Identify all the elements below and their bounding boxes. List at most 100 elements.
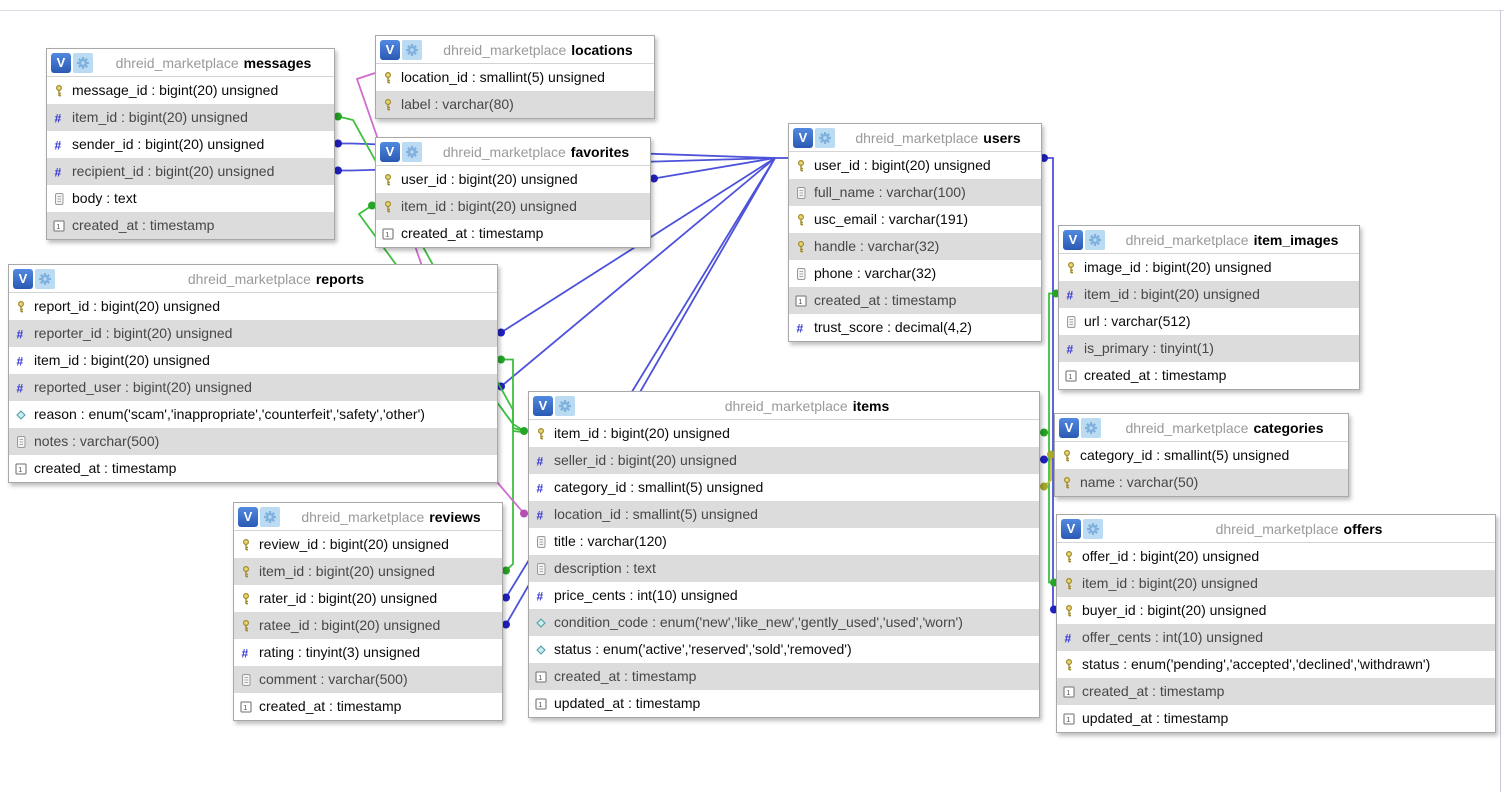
field-users-handle[interactable]: handle : varchar(32) — [789, 233, 1041, 260]
field-messages-recipient_id[interactable]: #recipient_id : bigint(20) unsigned — [47, 158, 334, 185]
field-favorites-user_id[interactable]: user_id : bigint(20) unsigned — [376, 166, 650, 193]
structure-icon[interactable]: V — [793, 127, 813, 148]
field-item_images-image_id[interactable]: image_id : bigint(20) unsigned — [1059, 254, 1359, 281]
field-users-full_name[interactable]: full_name : varchar(100) — [789, 179, 1041, 206]
field-reports-reason[interactable]: reason : enum('scam','inappropriate','co… — [9, 401, 497, 428]
gear-icon[interactable] — [402, 141, 422, 162]
field-offers-status[interactable]: status : enum('pending','accepted','decl… — [1057, 651, 1495, 678]
hash-icon: # — [534, 589, 548, 603]
field-categories-category_id[interactable]: category_id : smallint(5) unsigned — [1055, 442, 1348, 469]
structure-icon[interactable]: V — [238, 506, 258, 527]
gear-icon[interactable] — [555, 395, 575, 416]
field-reviews-comment[interactable]: comment : varchar(500) — [234, 666, 502, 693]
field-messages-body[interactable]: body : text — [47, 185, 334, 212]
field-messages-sender_id[interactable]: #sender_id : bigint(20) unsigned — [47, 131, 334, 158]
field-items-location_id[interactable]: #location_id : smallint(5) unsigned — [529, 501, 1039, 528]
gear-icon[interactable] — [402, 39, 422, 60]
field-items-item_id[interactable]: item_id : bigint(20) unsigned — [529, 420, 1039, 447]
field-reports-report_id[interactable]: report_id : bigint(20) unsigned — [9, 293, 497, 320]
field-reviews-item_id[interactable]: item_id : bigint(20) unsigned — [234, 558, 502, 585]
structure-icon[interactable]: V — [1059, 417, 1079, 438]
field-reviews-ratee_id[interactable]: ratee_id : bigint(20) unsigned — [234, 612, 502, 639]
field-reviews-rater_id[interactable]: rater_id : bigint(20) unsigned — [234, 585, 502, 612]
structure-icon[interactable]: V — [13, 268, 33, 289]
field-users-user_id[interactable]: user_id : bigint(20) unsigned — [789, 152, 1041, 179]
field-offers-offer_id[interactable]: offer_id : bigint(20) unsigned — [1057, 543, 1495, 570]
field-item_images-url[interactable]: url : varchar(512) — [1059, 308, 1359, 335]
structure-icon[interactable]: V — [51, 52, 71, 73]
field-messages-message_id[interactable]: message_id : bigint(20) unsigned — [47, 77, 334, 104]
structure-icon[interactable]: V — [1061, 518, 1081, 539]
gear-icon[interactable] — [1081, 417, 1101, 438]
canvas-right-border — [1500, 10, 1501, 792]
field-item_images-item_id[interactable]: #item_id : bigint(20) unsigned — [1059, 281, 1359, 308]
field-items-title[interactable]: title : varchar(120) — [529, 528, 1039, 555]
field-favorites-item_id[interactable]: item_id : bigint(20) unsigned — [376, 193, 650, 220]
field-reports-item_id[interactable]: #item_id : bigint(20) unsigned — [9, 347, 497, 374]
gear-icon[interactable] — [35, 268, 55, 289]
field-items-category_id[interactable]: #category_id : smallint(5) unsigned — [529, 474, 1039, 501]
gear-icon[interactable] — [1083, 518, 1103, 539]
structure-icon[interactable]: V — [380, 39, 400, 60]
field-items-price_cents[interactable]: #price_cents : int(10) unsigned — [529, 582, 1039, 609]
field-users-phone[interactable]: phone : varchar(32) — [789, 260, 1041, 287]
field-reports-reporter_id[interactable]: #reporter_id : bigint(20) unsigned — [9, 320, 497, 347]
field-offers-item_id[interactable]: item_id : bigint(20) unsigned — [1057, 570, 1495, 597]
structure-icon[interactable]: V — [380, 141, 400, 162]
field-items-seller_id[interactable]: #seller_id : bigint(20) unsigned — [529, 447, 1039, 474]
field-offers-offer_cents[interactable]: #offer_cents : int(10) unsigned — [1057, 624, 1495, 651]
field-locations-label[interactable]: label : varchar(80) — [376, 91, 654, 118]
field-items-description[interactable]: description : text — [529, 555, 1039, 582]
field-items-condition_code[interactable]: condition_code : enum('new','like_new','… — [529, 609, 1039, 636]
field-reports-reported_user[interactable]: #reported_user : bigint(20) unsigned — [9, 374, 497, 401]
field-reviews-review_id[interactable]: review_id : bigint(20) unsigned — [234, 531, 502, 558]
calendar-icon: 1 — [381, 227, 395, 241]
gear-icon[interactable] — [73, 52, 93, 73]
field-offers-buyer_id[interactable]: buyer_id : bigint(20) unsigned — [1057, 597, 1495, 624]
field-messages-item_id[interactable]: #item_id : bigint(20) unsigned — [47, 104, 334, 131]
field-locations-location_id[interactable]: location_id : smallint(5) unsigned — [376, 64, 654, 91]
gear-icon[interactable] — [260, 506, 280, 527]
field-reports-notes[interactable]: notes : varchar(500) — [9, 428, 497, 455]
gear-icon[interactable] — [815, 127, 835, 148]
field-categories-name[interactable]: name : varchar(50) — [1055, 469, 1348, 496]
field-users-usc_email[interactable]: usc_email : varchar(191) — [789, 206, 1041, 233]
field-items-status[interactable]: status : enum('active','reserved','sold'… — [529, 636, 1039, 663]
field-reviews-rating[interactable]: #rating : tinyint(3) unsigned — [234, 639, 502, 666]
structure-icon[interactable]: V — [1063, 229, 1083, 250]
field-users-trust_score[interactable]: #trust_score : decimal(4,2) — [789, 314, 1041, 341]
field-item_images-is_primary[interactable]: #is_primary : tinyint(1) — [1059, 335, 1359, 362]
structure-icon[interactable]: V — [533, 395, 553, 416]
gear-icon[interactable] — [1085, 229, 1105, 250]
